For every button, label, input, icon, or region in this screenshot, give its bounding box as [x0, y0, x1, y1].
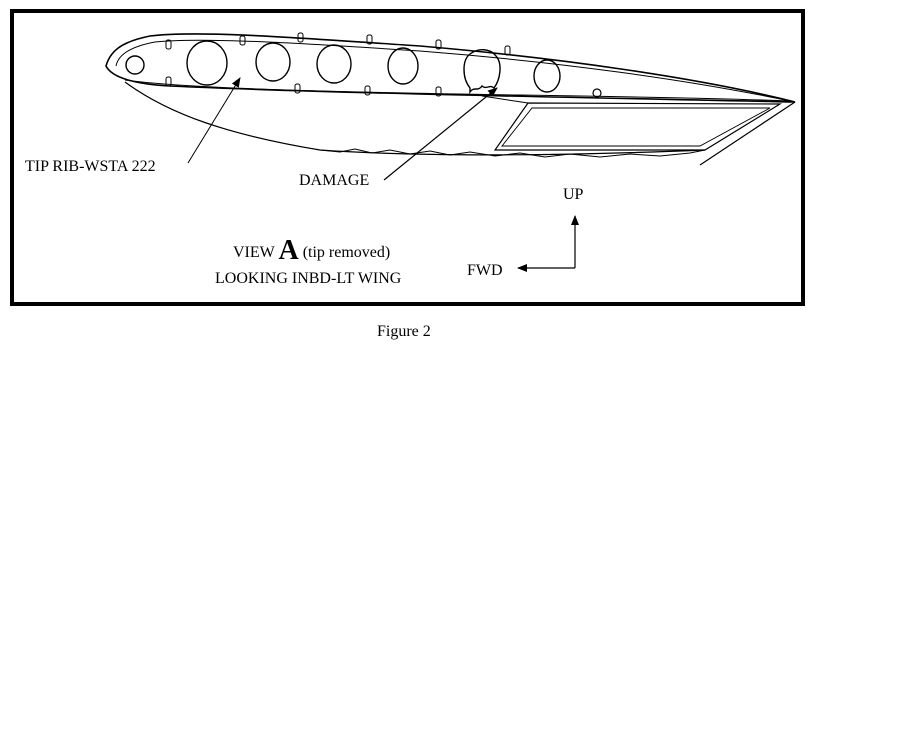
tooling-hole — [592, 88, 602, 98]
torn-edge — [319, 148, 706, 158]
aileron-cutout — [493, 102, 783, 151]
flange-slot — [165, 76, 172, 87]
flange-slot — [239, 35, 246, 46]
view-suffix: (tip removed) — [302, 244, 391, 261]
damage-label: DAMAGE — [299, 172, 370, 189]
lightening-hole — [387, 47, 419, 85]
aileron-cutout-inner — [501, 107, 771, 147]
lightening-hole — [316, 44, 352, 84]
tip-rib-label: TIP RIB-WSTA 222 — [25, 158, 156, 175]
lightening-hole — [255, 42, 291, 82]
figure-caption: Figure 2 — [377, 323, 431, 340]
damaged-lightening-hole — [463, 49, 501, 95]
lightening-hole — [125, 55, 145, 75]
up-direction-label: UP — [563, 186, 584, 203]
tip-rib-outline — [105, 33, 796, 103]
flange-slot — [165, 39, 172, 50]
flange-slot — [364, 85, 371, 96]
damage-leader-arrow — [383, 87, 498, 181]
flange-slot — [435, 39, 442, 50]
view-letter: A — [278, 235, 299, 266]
flange-slot — [435, 86, 442, 97]
spar-line — [481, 95, 529, 104]
fwd-direction-label: FWD — [467, 262, 503, 279]
figure-frame — [10, 9, 805, 306]
flange-slot — [366, 34, 373, 45]
lightening-hole — [186, 40, 228, 86]
view-subtitle: LOOKING INBD-LT WING — [215, 270, 402, 287]
trailing-edge-lower — [699, 101, 796, 166]
flange-slot — [504, 45, 511, 56]
tip-rib-leader-arrow — [187, 77, 241, 164]
rib-lower-flange — [124, 79, 791, 102]
lightening-hole — [533, 59, 561, 93]
flange-slot — [297, 32, 304, 43]
view-prefix: VIEW — [233, 244, 275, 261]
flange-slot — [294, 83, 301, 94]
view-title: VIEW A (tip removed) — [233, 235, 391, 266]
rib-inner-flange — [115, 39, 791, 102]
